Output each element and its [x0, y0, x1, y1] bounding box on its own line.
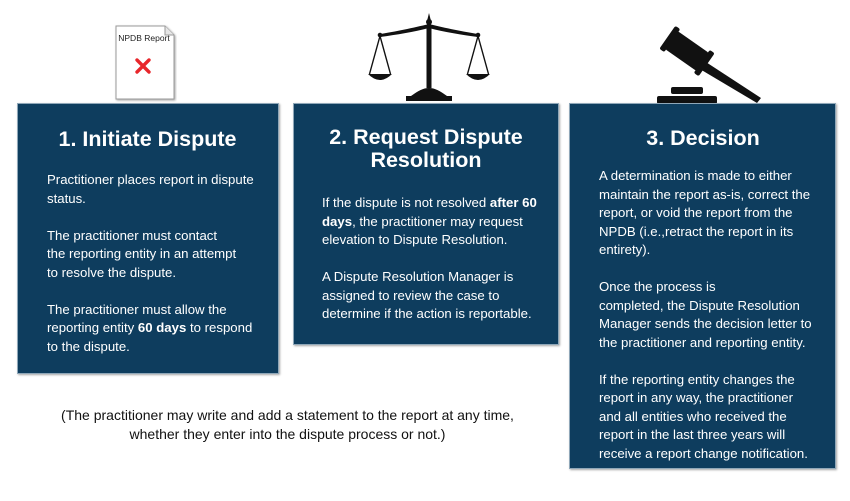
- title-line: 2. Request Dispute: [329, 125, 523, 149]
- text-line: to resolve the dispute.: [47, 264, 177, 280]
- step-paragraph: The practitioner must allow the reportin…: [47, 301, 258, 357]
- step-paragraph: Once the process is completed, the Disput…: [599, 278, 817, 352]
- text-line: the reporting entity in an attempt: [47, 246, 237, 261]
- step-card-decision: 3. Decision A determination is made to e…: [569, 103, 836, 469]
- text-line: Once the process is: [599, 279, 716, 294]
- step-paragraph: A determination is made to either mainta…: [599, 168, 811, 257]
- step-paragraph: The practitioner must contact the reporti…: [47, 227, 258, 283]
- text-line: completed, the Dispute Resolution Manage…: [599, 297, 812, 350]
- bold-text-run: after 60 days: [322, 195, 537, 229]
- step-title: 1. Initiate Dispute: [58, 127, 237, 151]
- npdb-report-label: NPDB Report: [118, 33, 170, 43]
- step-card-initiate-dispute: 1. Initiate Dispute Practitioner places …: [17, 103, 279, 374]
- step-title: 3. Decision: [646, 126, 760, 150]
- step-paragraph: Practitioner places report in dispute st…: [47, 172, 254, 206]
- gavel-icon: [657, 26, 761, 104]
- text-run: If the dispute is not resolved: [322, 195, 490, 210]
- text-run: , the practitioner may request elevation…: [322, 213, 523, 248]
- red-x-mark: [135, 58, 151, 74]
- bold-text-run: 60 days: [137, 320, 187, 335]
- text-run: The practitioner must allow the reportin…: [47, 301, 227, 336]
- step-paragraph: If the reporting entity changes the repo…: [599, 371, 808, 461]
- scales-of-justice-icon: [368, 13, 490, 101]
- footnote: (The practitioner may write and add a st…: [25, 406, 550, 444]
- step-paragraph: If the dispute is not resolved after 60 …: [322, 194, 540, 250]
- text-line: The practitioner must contact: [47, 227, 218, 243]
- text-run: to respond to the dispute.: [47, 320, 253, 354]
- footnote-line: (The practitioner may write and add a st…: [61, 407, 514, 423]
- footnote-line: whether they enter into the dispute proc…: [129, 426, 446, 442]
- step-paragraph: A Dispute Resolution Manager is assigned…: [322, 269, 532, 321]
- title-line: Resolution: [370, 148, 482, 172]
- npdb-report-icon: NPDB Report: [115, 25, 175, 100]
